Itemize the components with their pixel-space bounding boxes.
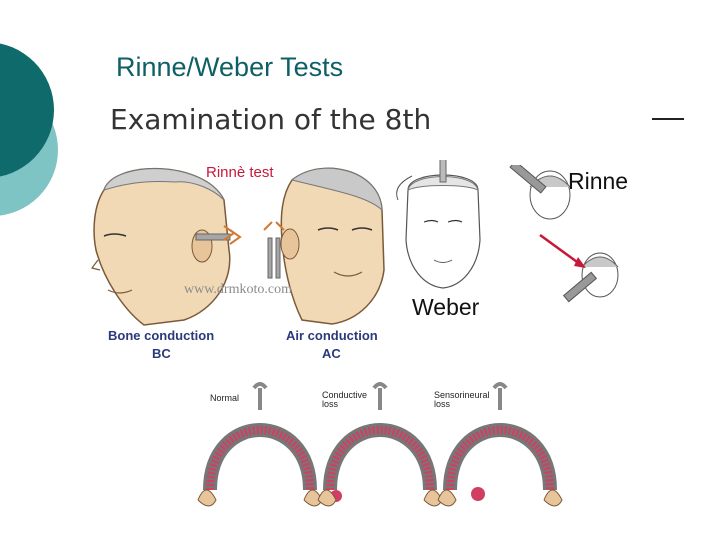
cochlea-diagrams <box>196 380 566 520</box>
watermark: www.drmkoto.com <box>184 282 292 298</box>
rinne-test-header: Rinnè test <box>206 164 274 181</box>
figure-subtitle: Examination of the 8th <box>110 103 431 136</box>
head-air-conduction-illustration <box>262 160 392 330</box>
bone-conduction-label: Bone conduction <box>108 328 214 343</box>
cochlea-sensorineural-loss <box>438 384 562 506</box>
weber-head-illustration <box>388 160 498 292</box>
head-bone-conduction-illustration <box>84 160 244 330</box>
normal-label: Normal <box>210 393 239 403</box>
rinne-label: Rinne <box>568 168 628 195</box>
ac-label: AC <box>322 346 341 361</box>
bc-label: BC <box>152 346 171 361</box>
weber-label: Weber <box>412 294 479 321</box>
sensorineural-label-2: loss <box>434 399 450 409</box>
air-conduction-label: Air conduction <box>286 328 378 343</box>
slide-title: Rinne/Weber Tests <box>116 52 343 83</box>
dash-line <box>652 118 684 120</box>
conductive-label-2: loss <box>322 399 338 409</box>
